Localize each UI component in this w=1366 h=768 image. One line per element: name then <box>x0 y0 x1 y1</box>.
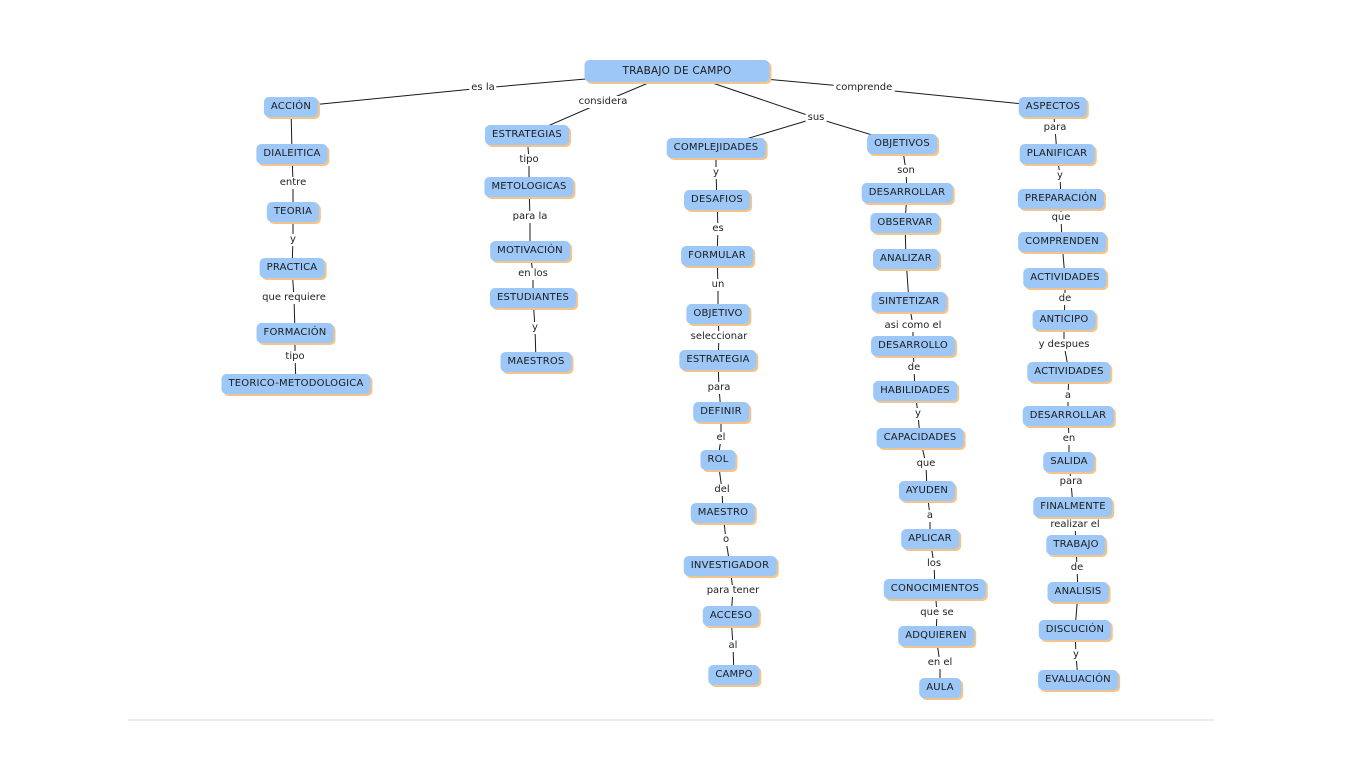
concept-node-dialeitica[interactable]: DIALEITICA <box>256 144 328 164</box>
link-label-y6: y <box>1071 649 1081 661</box>
concept-node-root[interactable]: TRABAJO DE CAMPO <box>584 60 770 82</box>
concept-node-planificar[interactable]: PLANIFICAR <box>1019 144 1095 164</box>
concept-node-rol[interactable]: ROL <box>700 450 736 470</box>
link-label-para3: para <box>1057 476 1085 488</box>
bottom-divider <box>128 719 1214 721</box>
link-label-a2: a <box>1062 390 1074 402</box>
link-label-seleccionar: seleccionar <box>688 331 750 343</box>
link-label-considera: considera <box>576 96 630 108</box>
link-label-para2: para <box>1041 122 1069 134</box>
concept-node-analisis[interactable]: ANALISIS <box>1047 582 1109 602</box>
link-label-esla: es la <box>469 82 497 94</box>
concept-node-comprenden[interactable]: COMPRENDEN <box>1018 232 1106 252</box>
link-label-el: el <box>714 432 728 444</box>
link-label-tipo2: tipo <box>517 154 541 166</box>
concept-node-estudiantes[interactable]: ESTUDIANTES <box>489 288 577 308</box>
link-label-realizarel: realizar el <box>1048 519 1102 531</box>
concept-node-acceso[interactable]: ACCESO <box>702 606 760 626</box>
link-label-comprende: comprende <box>833 82 895 94</box>
concept-node-metologicas[interactable]: METOLOGICAS <box>484 177 574 197</box>
concept-node-aspectos[interactable]: ASPECTOS <box>1018 97 1088 117</box>
link-label-enel: en el <box>925 657 955 669</box>
concept-node-aula[interactable]: AULA <box>919 678 961 698</box>
link-label-ydespues: y despues <box>1036 339 1092 351</box>
concept-node-actividades1[interactable]: ACTIVIDADES <box>1023 268 1107 288</box>
concept-node-desarrollar2[interactable]: DESARROLLAR <box>1022 406 1114 426</box>
link-label-los: los <box>924 558 944 570</box>
link-label-tipo1: tipo <box>283 351 307 363</box>
concept-node-preparacion[interactable]: PREPARACIÓN <box>1017 189 1105 209</box>
concept-node-habilidades[interactable]: HABILIDADES <box>873 381 957 401</box>
concept-node-anticipo[interactable]: ANTICIPO <box>1032 310 1096 330</box>
link-label-del: del <box>712 484 732 496</box>
concept-node-objetivos[interactable]: OBJETIVOS <box>867 134 937 154</box>
concept-node-finalmente[interactable]: FINALMENTE <box>1033 497 1113 517</box>
concept-node-trabajo[interactable]: TRABAJO <box>1046 535 1106 555</box>
link-label-paratener: para tener <box>704 585 762 597</box>
link-label-que1: que <box>914 458 938 470</box>
concept-node-objetivo[interactable]: OBJETIVO <box>686 304 750 324</box>
link-label-y2: y <box>530 322 540 334</box>
concept-node-teoria[interactable]: TEORIA <box>266 202 320 222</box>
concept-node-maestros[interactable]: MAESTROS <box>500 352 572 372</box>
link-label-de2: de <box>1056 293 1074 305</box>
link-label-para1: para <box>705 382 733 394</box>
link-label-de1: de <box>905 362 923 374</box>
concept-node-formular[interactable]: FORMULAR <box>681 246 753 266</box>
concept-node-discucion[interactable]: DISCUCIÓN <box>1038 620 1112 640</box>
concept-node-capacidades[interactable]: CAPACIDADES <box>876 428 964 448</box>
concept-node-salida[interactable]: SALIDA <box>1043 452 1095 472</box>
concept-node-maestro[interactable]: MAESTRO <box>690 503 756 523</box>
link-label-un: un <box>709 279 727 291</box>
concept-node-desarrollar1[interactable]: DESARROLLAR <box>861 183 953 203</box>
concept-node-conocimientos[interactable]: CONOCIMIENTOS <box>883 579 987 599</box>
concept-node-sintetizar[interactable]: SINTETIZAR <box>871 292 947 312</box>
link-label-en: en <box>1060 433 1078 445</box>
concept-node-motivacion[interactable]: MOTIVACIÓN <box>490 241 570 261</box>
concept-node-teorico[interactable]: TEORICO-METODOLOGICA <box>221 374 371 394</box>
concept-node-evaluacion[interactable]: EVALUACIÓN <box>1038 670 1118 690</box>
link-label-y5: y <box>1055 170 1065 182</box>
concept-node-investigador[interactable]: INVESTIGADOR <box>683 556 777 576</box>
link-label-son: son <box>895 165 917 177</box>
concept-node-aplicar[interactable]: APLICAR <box>901 529 959 549</box>
link-label-quese: que se <box>918 607 956 619</box>
link-label-es: es <box>710 223 726 235</box>
concept-node-estrategia[interactable]: ESTRATEGIA <box>679 350 757 370</box>
link-label-y1: y <box>288 234 298 246</box>
link-label-o: o <box>720 534 732 546</box>
link-label-parala: para la <box>510 211 550 223</box>
connector-line-l_esla-accion <box>290 87 484 108</box>
link-label-querequiere: que requiere <box>260 292 328 304</box>
concept-node-practica[interactable]: PRACTICA <box>259 258 325 278</box>
link-label-enlos: en los <box>516 268 550 280</box>
concept-node-complejidades[interactable]: COMPLEJIDADES <box>666 138 766 158</box>
concept-node-adquieren[interactable]: ADQUIEREN <box>898 626 974 646</box>
link-label-sus: sus <box>805 112 827 124</box>
concept-node-actividades2[interactable]: ACTIVIDADES <box>1027 362 1111 382</box>
link-label-entre: entre <box>277 177 309 189</box>
concept-node-estrategias[interactable]: ESTRATEGIAS <box>485 125 569 145</box>
link-label-de3: de <box>1068 562 1086 574</box>
concept-node-definir[interactable]: DEFINIR <box>693 402 749 422</box>
link-label-y3: y <box>711 167 721 179</box>
concept-node-observar[interactable]: OBSERVAR <box>870 213 940 233</box>
concept-node-analizar[interactable]: ANALIZAR <box>873 249 939 269</box>
link-label-y4: y <box>913 408 923 420</box>
link-label-al: al <box>726 640 740 652</box>
concept-node-accion[interactable]: ACCIÓN <box>263 97 319 117</box>
link-label-asicomoel: asi como el <box>882 320 944 332</box>
link-label-a1: a <box>924 510 936 522</box>
concept-node-formacion[interactable]: FORMACIÓN <box>256 323 334 343</box>
concept-node-ayuden[interactable]: AYUDEN <box>898 481 956 501</box>
link-label-que2: que <box>1049 212 1073 224</box>
concept-node-desarrollo[interactable]: DESARROLLO <box>871 336 955 356</box>
concept-node-desafios[interactable]: DESAFIOS <box>684 190 750 210</box>
concept-node-campo[interactable]: CAMPO <box>708 665 760 685</box>
